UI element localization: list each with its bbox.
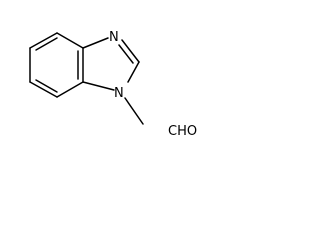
atom-n3-label: N (109, 30, 119, 45)
bond-c8-c7a (56, 81, 84, 98)
formyl-group-label: CHO (168, 124, 197, 139)
bond-n3-c2 (121, 39, 140, 63)
imidazole-ring (82, 37, 140, 91)
bond-n1-c7a (82, 81, 115, 91)
bond-c5-c3a (56, 32, 84, 49)
bond-n3-c2-inner (118, 44, 134, 64)
bond-c7-c8 (29, 81, 58, 98)
benzene-ring (29, 32, 84, 98)
bond-c2-n1 (127, 61, 140, 83)
bond-c7-c8-inner (35, 79, 58, 93)
atom-n1-label: N (114, 86, 124, 101)
benzimidazole-carbaldehyde-structure: N N CHO (29, 30, 197, 139)
bond-c4-c5 (29, 32, 58, 49)
bond-c4-c5-inner (35, 37, 58, 51)
bond-c3a-n3 (82, 37, 109, 49)
bond-n1-formyl (124, 97, 144, 125)
